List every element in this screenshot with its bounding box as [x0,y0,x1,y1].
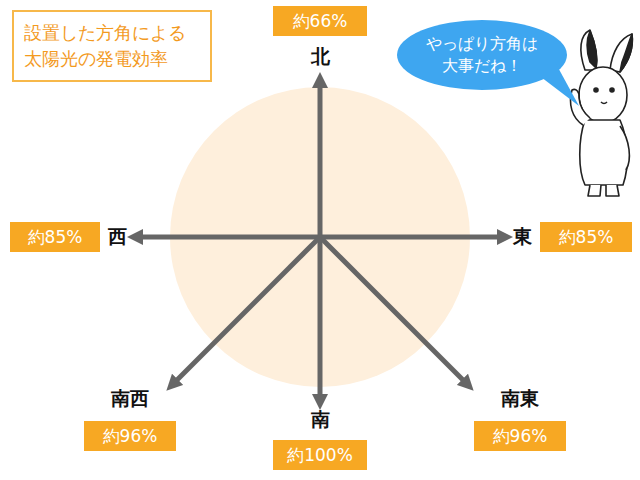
bubble-outline [397,20,567,90]
direction-name: 南東 [501,386,539,412]
direction-name: 東 [513,224,532,250]
direction-name: 北 [311,44,330,70]
percent-label: 約85% [10,222,100,252]
percent-label: 約96% [84,421,176,451]
efficiency-box: 約85%東 [540,222,632,252]
efficiency-box: 約66%北 [273,6,367,36]
percent-label: 約66% [273,6,367,36]
direction-arrows [135,80,505,402]
mascot-figure [570,30,632,196]
efficiency-box: 約100%南 [273,440,367,470]
direction-name: 南西 [111,386,149,412]
percent-label: 約96% [474,421,566,451]
direction-name: 南 [311,407,330,433]
percent-label: 約100% [273,440,367,470]
efficiency-box: 約85%西 [10,222,100,252]
efficiency-box: 約96%南東 [474,421,566,451]
direction-name: 西 [108,224,127,250]
speech-bubble: やっぱり方角は 大事だね！ [397,20,567,90]
speech-text: やっぱり方角は 大事だね！ [417,33,547,77]
title-box: 設置した方角による 太陽光の発電効率 [12,10,212,82]
percent-label: 約85% [540,222,632,252]
efficiency-box: 約96%南西 [84,421,176,451]
